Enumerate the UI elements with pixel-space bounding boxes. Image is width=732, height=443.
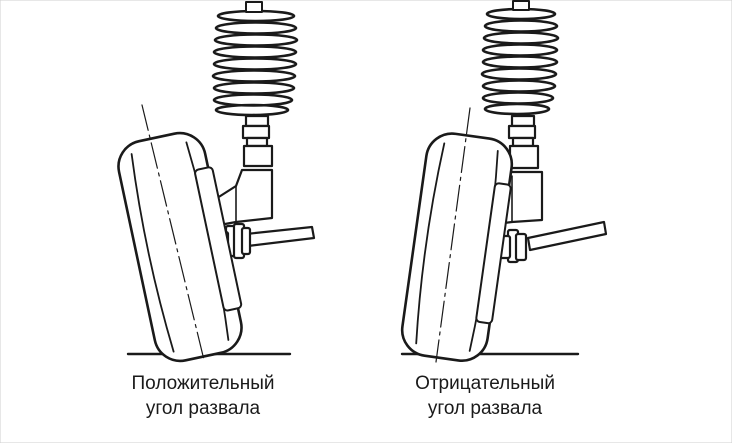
caption-negative-camber: Отрицательный угол развала	[400, 371, 570, 421]
caption-negative-line1: Отрицательный	[415, 373, 555, 394]
coil-spring-right	[480, 7, 560, 116]
caption-positive-line1: Положительный	[131, 373, 275, 394]
wheel-right	[400, 132, 514, 362]
drive-shaft-right	[496, 220, 608, 264]
positive-camber-figure	[117, 1, 316, 363]
caption-negative-line2: угол развала	[427, 398, 543, 419]
strut-top-nut-left	[245, 1, 263, 13]
shock-absorber-right	[507, 114, 540, 170]
caption-positive-camber: Положительный угол развала	[118, 371, 288, 421]
wheel-left	[117, 131, 243, 363]
camber-axis-left	[141, 104, 205, 361]
shock-absorber-left	[241, 114, 274, 168]
strut-top-nut-right	[512, 0, 530, 11]
camber-axis-right	[435, 107, 471, 363]
caption-positive-line2: угол развала	[145, 398, 261, 419]
negative-camber-figure	[400, 0, 608, 363]
